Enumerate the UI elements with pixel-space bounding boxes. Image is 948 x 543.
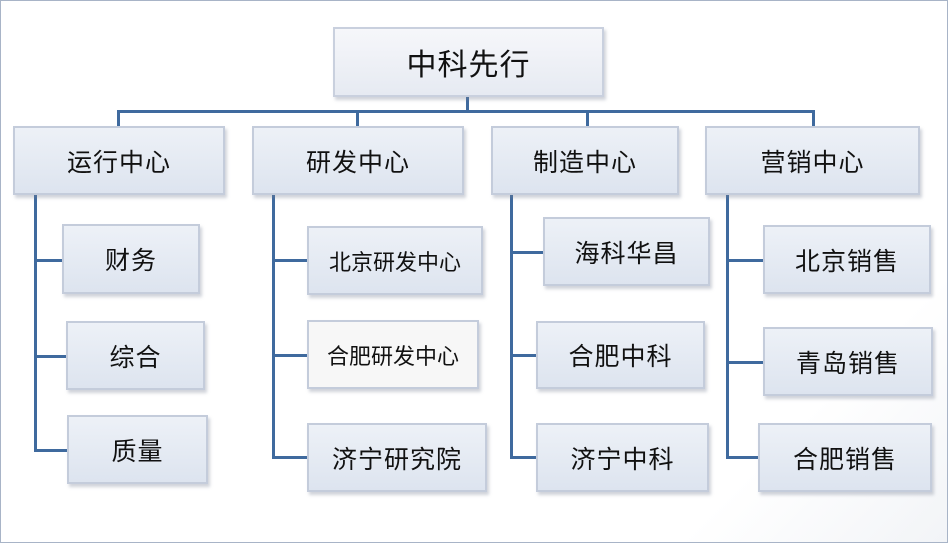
connector-root-down: [466, 97, 469, 113]
connector-bus-to-sales: [812, 110, 815, 127]
connector-mfg-trunk: [510, 195, 513, 459]
unit-mfg-3: 济宁中科: [536, 423, 709, 492]
connector-ops-trunk: [34, 195, 37, 450]
connector-bus-to-ops: [117, 110, 120, 127]
connector-sales-child-3: [726, 456, 759, 459]
connector-bus-to-rnd: [356, 110, 359, 127]
connector-sales-child-1: [726, 259, 764, 262]
connector-bus-to-mfg: [586, 110, 589, 127]
center-ops: 运行中心: [13, 126, 225, 195]
center-sales: 营销中心: [705, 126, 920, 195]
connector-rnd-trunk: [272, 195, 275, 459]
connector-rnd-child-3: [272, 456, 308, 459]
unit-ops-2: 综合: [66, 321, 205, 390]
center-rnd: 研发中心: [252, 126, 464, 195]
unit-rnd-3: 济宁研究院: [307, 423, 487, 492]
connector-mfg-child-1: [510, 251, 544, 254]
connector-ops-child-2: [34, 355, 67, 358]
center-mfg: 制造中心: [491, 126, 679, 195]
connector-ops-child-1: [34, 259, 63, 262]
unit-rnd-2: 合肥研发中心: [307, 320, 479, 389]
connector-rnd-child-1: [272, 259, 308, 262]
root-node: 中科先行: [333, 27, 604, 97]
unit-sales-3: 合肥销售: [758, 423, 932, 492]
unit-rnd-1: 北京研发中心: [307, 226, 483, 295]
unit-ops-3: 质量: [67, 415, 208, 484]
connector-ops-child-3: [34, 449, 68, 452]
unit-sales-2: 青岛销售: [763, 327, 933, 396]
unit-mfg-2: 合肥中科: [536, 321, 705, 389]
connector-mfg-child-2: [510, 354, 537, 357]
connector-rnd-child-2: [272, 354, 308, 357]
connector-sales-child-2: [726, 361, 764, 364]
unit-ops-1: 财务: [62, 224, 200, 294]
unit-sales-1: 北京销售: [763, 225, 931, 294]
connector-top-bus: [117, 110, 815, 113]
unit-mfg-1: 海科华昌: [543, 217, 710, 286]
connector-mfg-child-3: [510, 456, 537, 459]
connector-sales-trunk: [726, 195, 729, 459]
